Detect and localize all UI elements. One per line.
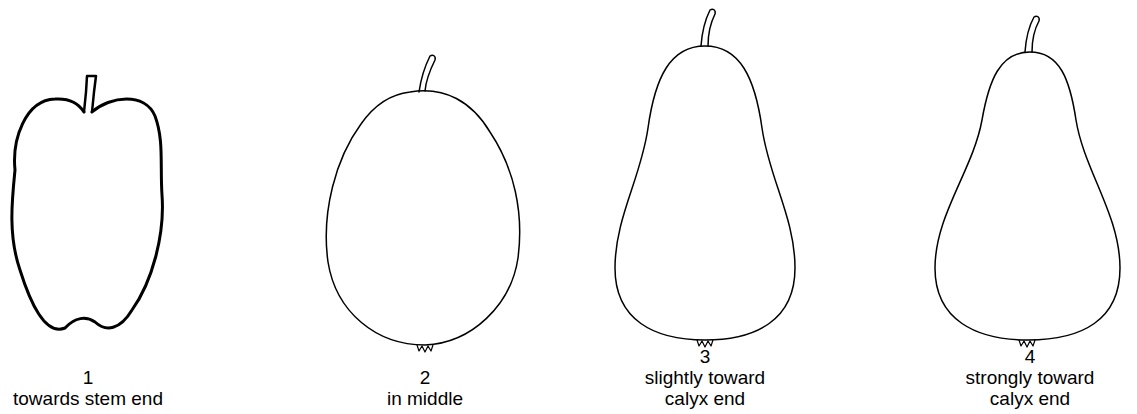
shape-description: slightly toward calyx end (630, 367, 780, 409)
calyx (1019, 340, 1035, 347)
shape-number: 4 (955, 346, 1105, 367)
shape-label: 2in middle (330, 367, 520, 409)
shape-description: strongly toward calyx end (955, 367, 1105, 409)
fruit-stem (1025, 16, 1039, 52)
calyx (697, 340, 713, 347)
shape-description: towards stem end (0, 388, 183, 409)
calyx (417, 345, 433, 352)
fruit-stem (701, 9, 715, 46)
apple-stem (84, 76, 96, 112)
fruit-stem (419, 55, 435, 92)
shape-number: 3 (630, 346, 780, 367)
fruit-outline-strong (935, 52, 1120, 340)
shape-number: 2 (330, 367, 520, 388)
shape-number: 1 (0, 367, 183, 388)
shape-description: in middle (330, 388, 520, 409)
shape-label: 3slightly toward calyx end (630, 346, 780, 409)
shape-label: 4strongly toward calyx end (955, 346, 1105, 409)
fruit-outline-slight (615, 46, 795, 340)
shape-label: 1towards stem end (0, 367, 183, 409)
apple-outline (12, 99, 163, 329)
fruit-outline-middle (326, 91, 519, 345)
